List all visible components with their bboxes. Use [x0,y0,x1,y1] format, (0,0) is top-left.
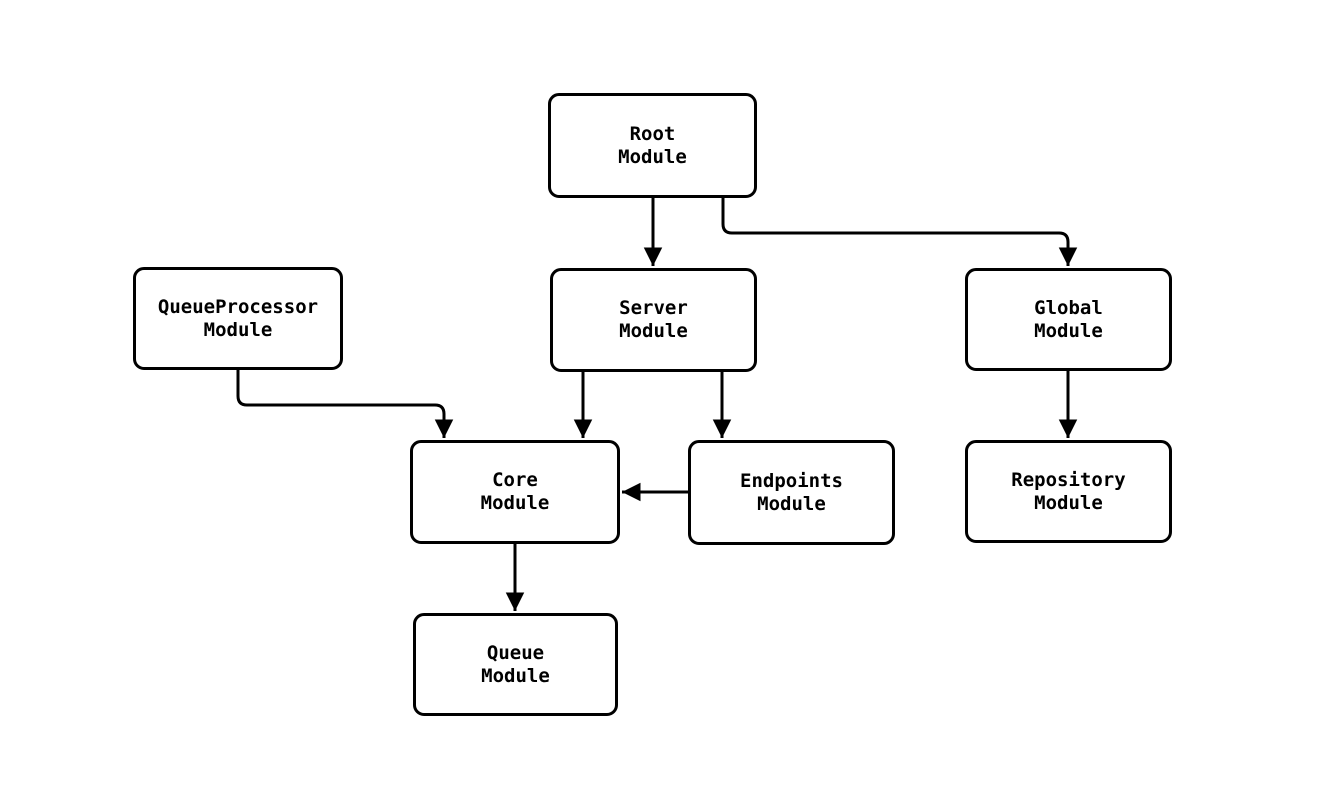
node-label-line: Server [619,297,688,319]
node-label-line: Root [629,122,676,145]
node-label-line: Global [1034,296,1103,319]
node-label-line: Endpoints [740,469,843,492]
node-label-line: Core [492,469,538,491]
node-label-line: Module [618,145,687,168]
node-label-line: Repository [1011,468,1126,491]
node-label-line: Module [619,320,688,342]
node-label-line: QueueProcessor [157,295,319,318]
node-label-line: Module [757,492,826,515]
node-label-line: Module [203,318,273,341]
edge-root-to-global [721,198,1078,266]
node-label-line: Module [1034,319,1103,342]
node-label-line: Module [480,492,550,514]
node-label-line: Module [1034,491,1103,514]
edge-queueprocessor-to-core [236,370,454,438]
node-label-line: Queue [486,641,545,664]
node-label-line: Module [481,664,550,687]
